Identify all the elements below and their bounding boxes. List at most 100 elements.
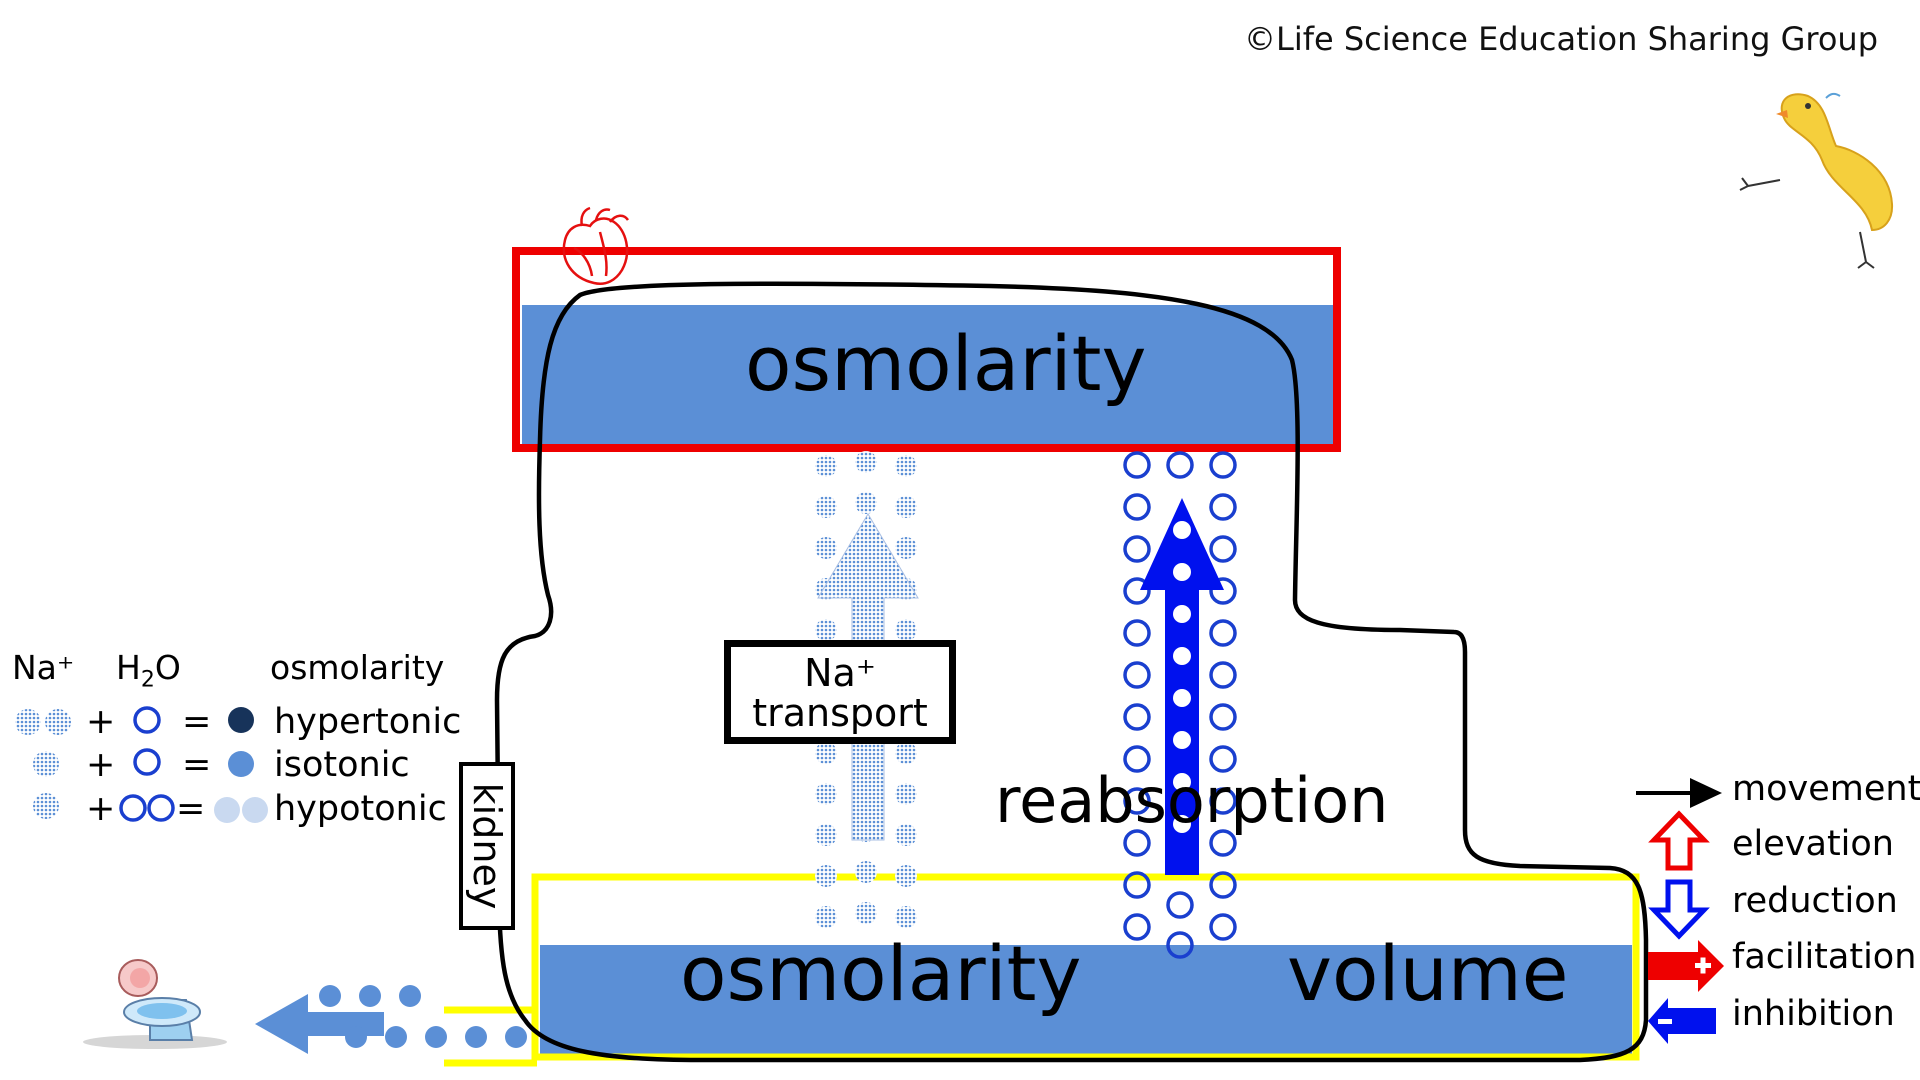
- legend-h2o-sub: 2: [140, 667, 155, 693]
- heart-icon: [562, 206, 630, 285]
- legend-header-osmolarity: osmolarity: [270, 648, 445, 687]
- na-particle: [815, 537, 837, 559]
- legend-na-dot: [33, 793, 59, 819]
- legend-h2o-circle: [133, 706, 161, 734]
- urine-dot: [465, 1026, 487, 1048]
- legend-reduction-label: reduction: [1732, 881, 1898, 921]
- na-particle: [855, 492, 877, 514]
- urine-dot: [385, 1026, 407, 1048]
- red-plus-arrow-icon: [1648, 940, 1724, 992]
- water-particle: [1123, 703, 1151, 731]
- water-particle: [1166, 891, 1194, 919]
- legend-isotonic-label: isotonic: [274, 745, 410, 785]
- water-particle: [1209, 871, 1237, 899]
- legend-h2o-circle: [119, 794, 147, 822]
- water-particle: [1209, 451, 1237, 479]
- urine-dot: [359, 985, 381, 1007]
- water-particle: [1166, 931, 1194, 959]
- na-particle: [895, 619, 917, 641]
- kidney-yellow-frame: [531, 873, 1640, 1061]
- water-particle: [1123, 913, 1151, 941]
- water-particle: [1123, 829, 1151, 857]
- legend-plus: +: [86, 789, 116, 829]
- na-particle: [895, 742, 917, 764]
- blood-compartment: [512, 247, 1341, 452]
- black-arrow-icon: [1636, 778, 1722, 808]
- na-particle: [815, 783, 837, 805]
- arrow-white-dot: [1173, 815, 1191, 833]
- legend-hypertonic-dot: [228, 707, 254, 733]
- legend-dots: [15, 706, 268, 823]
- legend-header-na: Na⁺: [12, 648, 75, 687]
- osmolarity-label-blood: osmolarity: [745, 319, 1147, 408]
- water-particle: [1209, 787, 1237, 815]
- water-particle: [1123, 787, 1151, 815]
- reabsorption-arrow: [1140, 498, 1224, 875]
- urine-arrow-head: [255, 994, 308, 1054]
- legend-equals: =: [182, 702, 212, 742]
- water-particle: [1123, 871, 1151, 899]
- na-particle: [895, 537, 917, 559]
- legend-na-dot: [15, 709, 41, 735]
- kidney-label-box: kidney: [459, 762, 515, 930]
- urine-arrow-shaft: [298, 1012, 384, 1036]
- legend-movement-label: movement: [1732, 769, 1920, 809]
- urine-dot: [345, 1026, 367, 1048]
- urine-dot: [505, 1026, 527, 1048]
- legend-equals: =: [182, 745, 212, 785]
- na-particle: [895, 496, 917, 518]
- legend-inhibition-label: inhibition: [1732, 994, 1895, 1034]
- reabsorption-arrow-dots: [1173, 521, 1191, 833]
- na-particle: [815, 496, 837, 518]
- water-particle: [1123, 535, 1151, 563]
- kidney-compartment: [444, 873, 1640, 1067]
- blue-minus-arrow-icon: [1648, 998, 1716, 1044]
- na-transport-line2: transport: [752, 691, 928, 735]
- arrow-white-dot: [1173, 731, 1191, 749]
- na-particle: [815, 742, 837, 764]
- blue-down-arrow-icon: [1648, 879, 1710, 940]
- water-particle: [1123, 451, 1151, 479]
- legend-hypotonic-dot: [214, 797, 240, 823]
- water-particle: [1209, 661, 1237, 689]
- water-particle: [1209, 829, 1237, 857]
- na-particle: [855, 902, 877, 924]
- water-particle: [1123, 577, 1151, 605]
- blood-plasma-fill: [522, 305, 1334, 445]
- water-particle: [1209, 493, 1237, 521]
- legend-hypertonic-label: hypertonic: [274, 702, 462, 742]
- na-particle: [815, 455, 837, 477]
- legend-h2o-circle: [133, 748, 161, 776]
- kidney-label: kidney: [465, 782, 509, 910]
- legend-h2o-o: O: [154, 648, 181, 687]
- water-particle: [1123, 661, 1151, 689]
- legend-hypotonic-label: hypotonic: [274, 789, 447, 829]
- na-particle: [895, 865, 917, 887]
- water-particle: [1209, 619, 1237, 647]
- kidney-plasma-fill: [540, 945, 1632, 1057]
- water-particle: [1166, 451, 1194, 479]
- water-reabsorption-column: [1123, 451, 1237, 959]
- na-transport-box: Na⁺ transport: [724, 640, 956, 744]
- legend-plus: +: [86, 745, 116, 785]
- urine-dot: [319, 985, 341, 1007]
- water-particle: [1209, 745, 1237, 773]
- arrow-white-dot: [1173, 605, 1191, 623]
- red-up-arrow-icon: [1648, 810, 1710, 871]
- na-transport-line1: Na⁺: [804, 651, 876, 695]
- legend-h2o-circle: [147, 794, 175, 822]
- na-particle: [895, 824, 917, 846]
- urine-dots: [319, 985, 527, 1048]
- right-legend-icons: [1636, 778, 1724, 1044]
- chick-icon: [1739, 92, 1894, 269]
- urine-outflow: [255, 985, 527, 1054]
- water-particle: [1209, 703, 1237, 731]
- osmolarity-label-kidney: osmolarity: [680, 929, 1082, 1018]
- na-particle: [815, 824, 837, 846]
- legend-elevation-label: elevation: [1732, 824, 1894, 864]
- arrow-white-dot: [1173, 647, 1191, 665]
- urine-dot: [425, 1026, 447, 1048]
- blood-red-frame: [512, 247, 1341, 452]
- water-particle: [1209, 535, 1237, 563]
